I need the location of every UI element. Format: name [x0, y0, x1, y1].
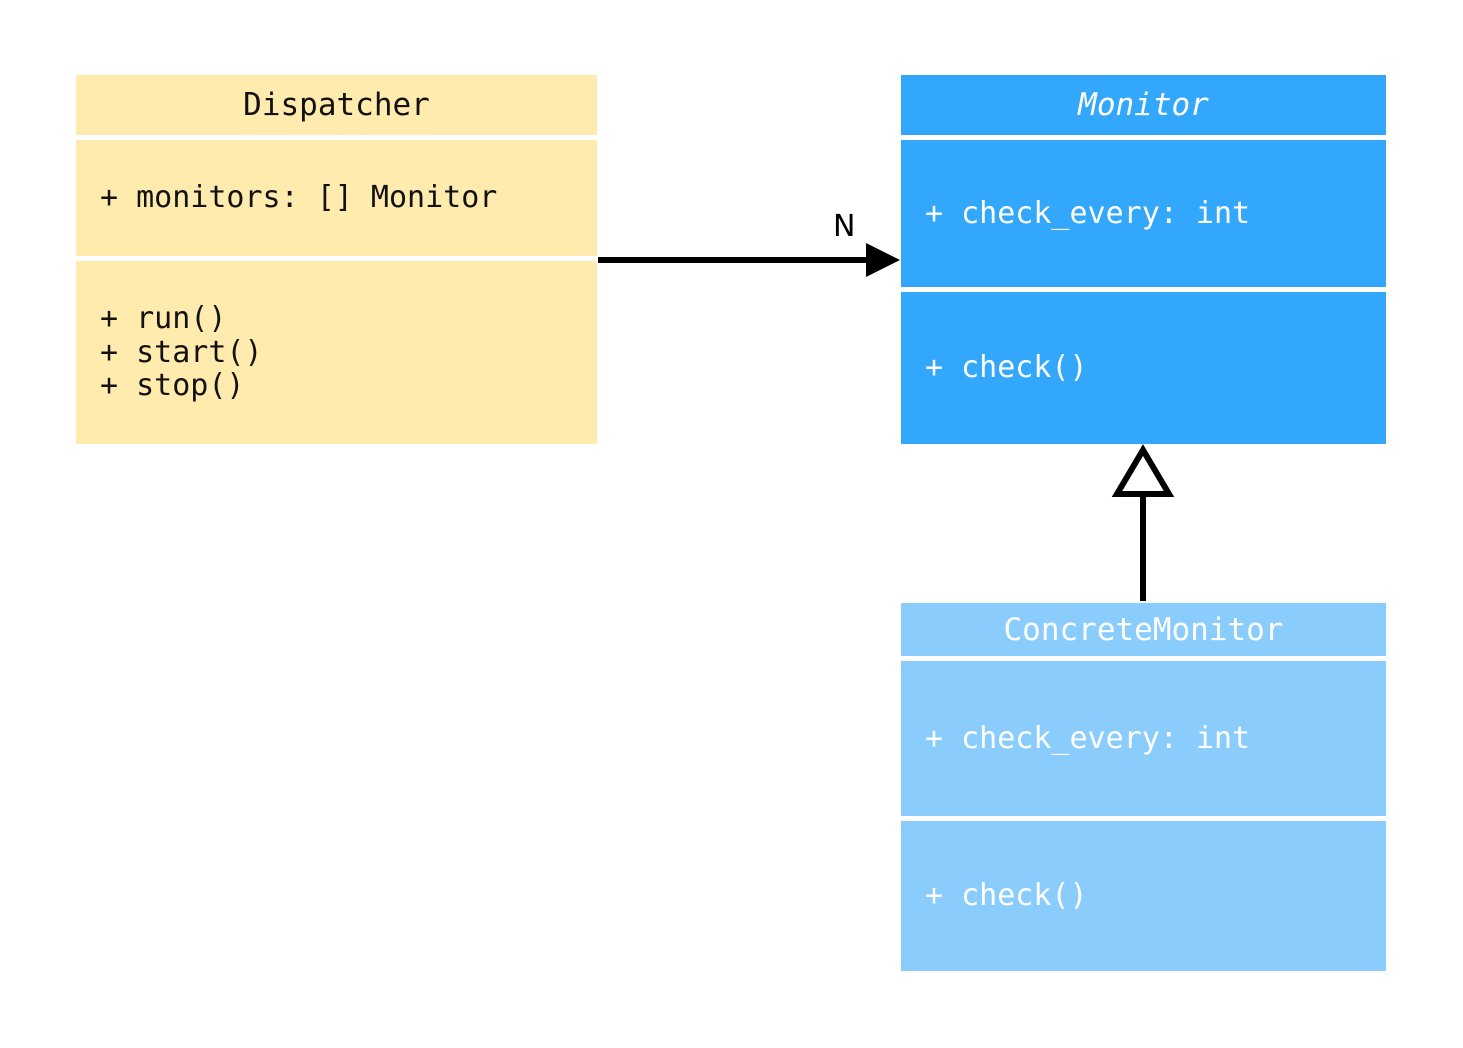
class-box-dispatcher[interactable]: Dispatcher + monitors: [] Monitor + run(… — [76, 75, 597, 444]
hollow-triangle-arrowhead-icon — [1111, 444, 1175, 497]
class-title-monitor: Monitor — [1078, 87, 1209, 123]
method-row: + start() — [100, 334, 263, 370]
attribute-row: + check_every: int — [925, 720, 1251, 756]
class-title-dispatcher: Dispatcher — [243, 87, 430, 123]
class-attributes-dispatcher: + monitors: [] Monitor — [76, 135, 597, 256]
attribute-row: + check_every: int — [925, 195, 1251, 231]
class-attributes-monitor: + check_every: int — [901, 135, 1386, 287]
class-methods-concrete-monitor: + check() — [901, 816, 1386, 971]
class-box-monitor[interactable]: Monitor + check_every: int + check() — [901, 75, 1386, 444]
association-dispatcher-to-monitor — [598, 243, 900, 277]
method-row: + run() — [100, 301, 227, 337]
class-title-concrete-monitor: ConcreteMonitor — [1003, 611, 1284, 648]
filled-arrowhead-icon — [866, 243, 900, 277]
generalization-concrete-monitor-to-monitor — [1111, 444, 1175, 601]
method-row: + stop() — [100, 368, 245, 404]
method-row: + check() — [925, 878, 1088, 914]
association-multiplicity-label: N — [833, 209, 856, 244]
class-methods-dispatcher: + run() + start() + stop() — [76, 256, 597, 444]
class-attributes-concrete-monitor: + check_every: int — [901, 656, 1386, 816]
method-row: + check() — [925, 350, 1088, 386]
class-methods-monitor: + check() — [901, 287, 1386, 444]
class-box-concrete-monitor[interactable]: ConcreteMonitor + check_every: int + che… — [901, 603, 1386, 971]
attribute-row: + monitors: [] Monitor — [100, 180, 498, 216]
